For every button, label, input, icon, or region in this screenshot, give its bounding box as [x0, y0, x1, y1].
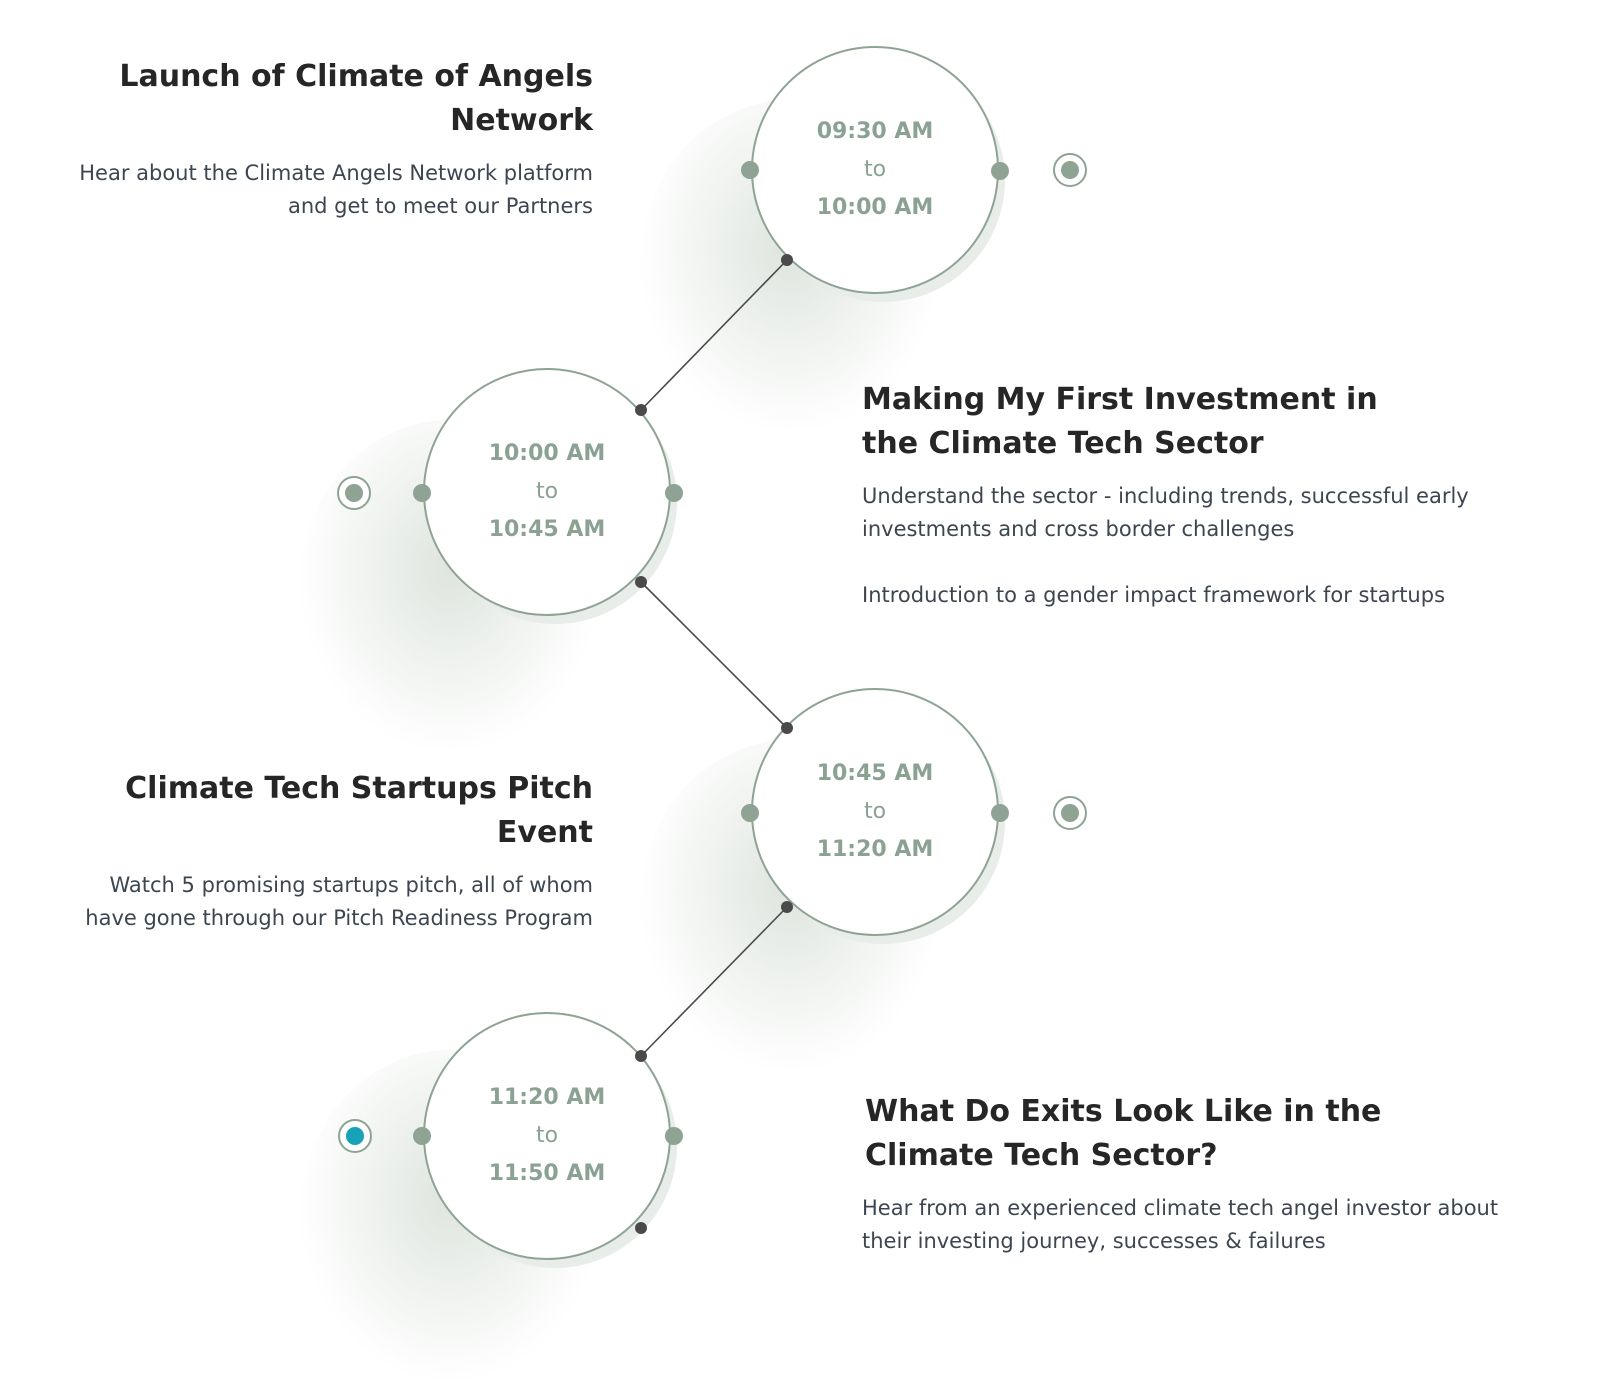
title-line: Making My First Investment in [862, 382, 1378, 417]
connector-node [635, 576, 647, 588]
circle-side-dot [991, 804, 1009, 822]
session-info-3: Climate Tech Startups Pitch Event Watch … [30, 767, 593, 935]
session-marker-4-active[interactable] [338, 1119, 372, 1153]
marker-active-dot-icon [346, 1127, 364, 1145]
session-marker-3[interactable] [1053, 796, 1087, 830]
time-circle-3: 10:45 AM to 11:20 AM [751, 688, 999, 936]
session-description: Hear from an experienced climate tech an… [862, 1192, 1565, 1258]
desc-line: and get to meet our Partners [287, 194, 593, 218]
time-start: 09:30 AM [816, 119, 934, 144]
desc-line: Hear about the Climate Angels Network pl… [79, 161, 593, 185]
session-title: What Do Exits Look Like in the Climate T… [865, 1090, 1565, 1178]
title-line: Network [450, 103, 593, 138]
time-circle-1: 09:30 AM to 10:00 AM [751, 46, 999, 294]
session-info-2: Making My First Investment in the Climat… [862, 378, 1552, 612]
circle-side-dot [741, 804, 759, 822]
time-separator: to [863, 157, 887, 182]
title-line: Climate Tech Startups Pitch [125, 771, 593, 806]
desc-line: investments and cross border challenges [862, 517, 1295, 541]
title-line: the Climate Tech Sector [862, 426, 1264, 461]
session-description: Hear about the Climate Angels Network pl… [30, 157, 593, 223]
time-circle-4: 11:20 AM to 11:50 AM [423, 1012, 671, 1260]
title-line: Launch of Climate of Angels [119, 59, 593, 94]
circle-side-dot [741, 161, 759, 179]
title-line: What Do Exits Look Like in the [865, 1094, 1382, 1129]
session-info-1: Launch of Climate of Angels Network Hear… [30, 55, 593, 223]
title-line: Event [496, 815, 593, 850]
time-end: 11:50 AM [488, 1161, 606, 1186]
marker-dot-icon [1061, 804, 1079, 822]
time-start: 10:00 AM [488, 441, 606, 466]
time-separator: to [535, 479, 559, 504]
desc-line: have gone through our Pitch Readiness Pr… [85, 906, 593, 930]
circle-side-dot [991, 162, 1009, 180]
circle-side-dot [665, 1127, 683, 1145]
circle-side-dot [413, 1127, 431, 1145]
marker-dot-icon [1061, 161, 1079, 179]
session-description-extra: Introduction to a gender impact framewor… [862, 579, 1552, 612]
desc-line: Hear from an experienced climate tech an… [862, 1196, 1499, 1220]
time-end: 11:20 AM [816, 837, 934, 862]
time-separator: to [535, 1123, 559, 1148]
title-line: Climate Tech Sector? [865, 1138, 1218, 1173]
session-marker-1[interactable] [1053, 153, 1087, 187]
marker-dot-icon [345, 484, 363, 502]
time-circle-2: 10:00 AM to 10:45 AM [423, 368, 671, 616]
session-title: Making My First Investment in the Climat… [862, 378, 1552, 466]
session-title: Launch of Climate of Angels Network [30, 55, 593, 143]
circle-side-dot [665, 484, 683, 502]
time-start: 11:20 AM [488, 1085, 606, 1110]
connector-line-2 [640, 581, 788, 729]
session-description: Understand the sector - including trends… [862, 480, 1552, 546]
session-info-4: What Do Exits Look Like in the Climate T… [862, 1090, 1565, 1258]
desc-line: Watch 5 promising startups pitch, all of… [109, 873, 593, 897]
time-end: 10:45 AM [488, 517, 606, 542]
desc-line: their investing journey, successes & fai… [862, 1229, 1326, 1253]
desc-line: Introduction to a gender impact framewor… [862, 583, 1446, 607]
session-marker-2[interactable] [337, 476, 371, 510]
connector-node [635, 1222, 647, 1234]
time-end: 10:00 AM [816, 195, 934, 220]
desc-line: Understand the sector - including trends… [862, 484, 1469, 508]
session-title: Climate Tech Startups Pitch Event [30, 767, 593, 855]
time-start: 10:45 AM [816, 761, 934, 786]
circle-side-dot [413, 484, 431, 502]
session-description: Watch 5 promising startups pitch, all of… [30, 869, 593, 935]
time-separator: to [863, 799, 887, 824]
